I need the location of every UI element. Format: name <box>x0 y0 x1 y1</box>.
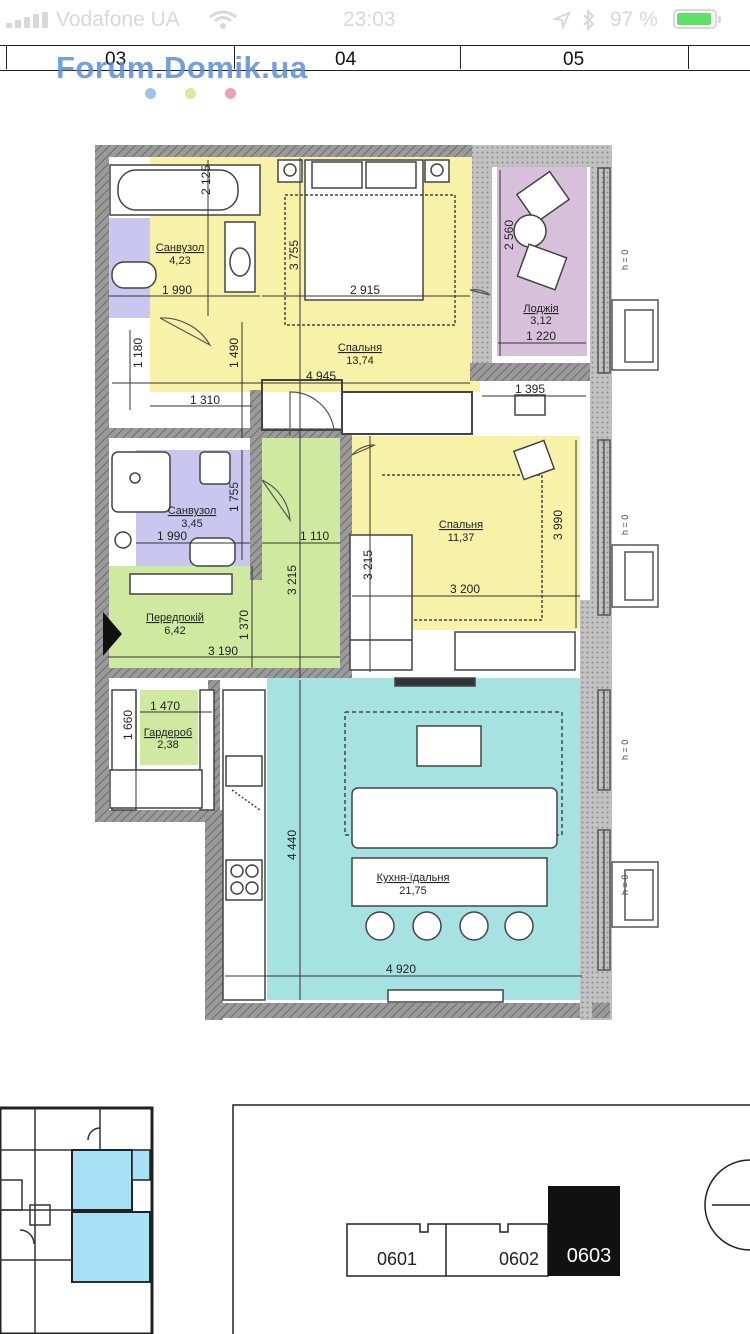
dim-label: 1 755 <box>227 482 241 512</box>
room-label-name: Спальня <box>439 519 483 531</box>
bluetooth-icon <box>583 9 595 31</box>
window-note-3: h = 0 <box>620 740 630 760</box>
carrier-name: Vodafone UA <box>56 8 180 31</box>
watermark-dot-pink <box>225 88 236 99</box>
room-label-name: Санвузол <box>168 505 217 517</box>
dim-label: 3 755 <box>287 240 301 270</box>
room-label-name: Гардероб <box>144 727 192 739</box>
dim-label: 1 990 <box>157 529 187 543</box>
unit-0601[interactable]: 0601 <box>377 1249 417 1269</box>
dim-label: 3 215 <box>285 565 299 595</box>
room-wardrobe[interactable] <box>140 690 198 765</box>
watermark-dot-yellow <box>185 88 196 99</box>
dim-label: 1 470 <box>150 699 180 713</box>
room-label-name: Санвузол <box>156 242 205 254</box>
room-label-area: 2,38 <box>157 739 178 751</box>
unit-0603[interactable]: 0603 <box>567 1245 612 1267</box>
watermark-logo: Forum.Domik.ua <box>56 50 308 85</box>
dim-label: 1 110 <box>300 529 329 543</box>
battery-percent: 97 % <box>610 8 658 31</box>
status-bar: Vodafone UA 23:03 97 % <box>0 0 750 40</box>
dim-label: 2 125 <box>199 165 213 195</box>
entrance-arrow-icon <box>103 612 122 656</box>
walls <box>95 145 612 1020</box>
watermark-dot-blue <box>145 88 156 99</box>
wifi-icon <box>209 10 237 29</box>
axis-label-05: 05 <box>563 49 585 70</box>
dim-label: 3 190 <box>208 644 238 658</box>
dim-label: 1 660 <box>121 710 135 740</box>
window-note-2: h = 0 <box>620 515 630 535</box>
mini-building-plan[interactable] <box>0 1106 154 1334</box>
window-note-4: h = 0 <box>620 875 630 895</box>
room-label-area: 13,74 <box>346 355 374 367</box>
dim-label: 1 370 <box>237 610 251 640</box>
room-label-area: 4,23 <box>169 255 190 267</box>
dimension-lines <box>108 158 586 1000</box>
doors <box>159 289 491 523</box>
furniture <box>109 159 576 1003</box>
room-label-name: Кухня-їдальня <box>377 872 450 884</box>
dim-label: 1 180 <box>131 338 145 368</box>
dim-label: 4 920 <box>386 962 416 976</box>
dim-label: 4 945 <box>306 369 336 383</box>
cellular-signal-icon <box>6 12 50 28</box>
dim-label: 1 310 <box>190 393 220 407</box>
dim-label: 3 990 <box>551 510 565 540</box>
window-note-1: h = 0 <box>620 250 630 270</box>
room-label-area: 3,12 <box>530 315 551 327</box>
dim-label: 2 560 <box>502 220 516 250</box>
dim-label: 4 440 <box>285 830 299 860</box>
room-label-area: 3,45 <box>181 518 202 530</box>
room-label-area: 21,75 <box>399 885 427 897</box>
dim-label: 3 215 <box>361 550 375 580</box>
room-label-name: Лоджія <box>523 303 558 315</box>
room-label-area: 11,37 <box>448 532 475 544</box>
battery-icon <box>673 9 721 29</box>
clock-time: 23:03 <box>343 8 396 31</box>
room-label-area: 6,42 <box>164 625 185 637</box>
dim-label: 3 200 <box>450 582 480 596</box>
dim-label: 2 915 <box>350 283 380 297</box>
windows <box>597 167 659 971</box>
unit-0602[interactable]: 0602 <box>499 1249 539 1269</box>
axis-ruler: 03 04 05 <box>0 45 750 71</box>
location-arrow-icon <box>553 11 571 29</box>
room-label-name: Передпокій <box>146 612 204 624</box>
dim-label: 1 220 <box>526 329 556 343</box>
axis-label-03: 03 <box>105 49 127 70</box>
room-hall-corridor <box>262 436 340 570</box>
dim-label: 1 990 <box>162 283 192 297</box>
dim-label: 1 395 <box>515 382 545 396</box>
units-section <box>232 1104 750 1334</box>
room-label-name: Спальня <box>338 342 382 354</box>
dim-label: 1 490 <box>227 338 241 368</box>
axis-label-04: 04 <box>335 49 357 70</box>
